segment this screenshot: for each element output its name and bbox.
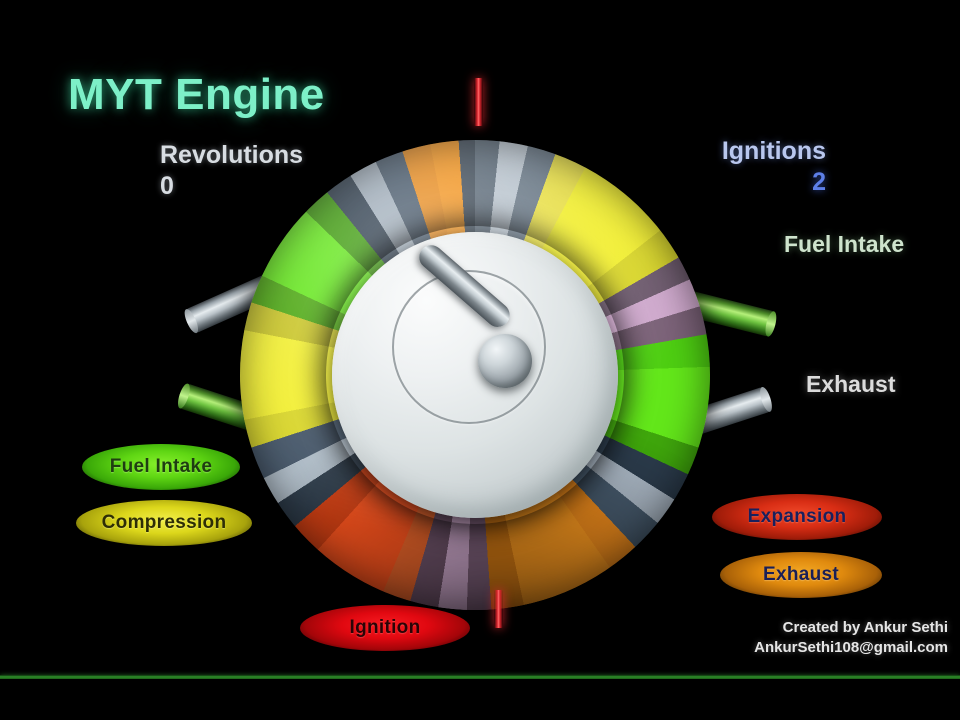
revolutions-value: 0 bbox=[160, 172, 174, 201]
video-progress-bar[interactable] bbox=[0, 675, 960, 679]
ignitions-label: Ignitions bbox=[721, 137, 826, 165]
page-title: MYT Engine bbox=[68, 70, 325, 119]
port-cap bbox=[181, 307, 201, 335]
timing-marker-top bbox=[474, 78, 483, 126]
fuel-intake-port-label: Fuel Intake bbox=[784, 231, 905, 257]
ignitions-counter: Ignitions 2 bbox=[686, 136, 826, 199]
port-cap bbox=[757, 385, 775, 414]
credits-author: Created by Ankur Sethi bbox=[782, 618, 948, 636]
port-cap bbox=[175, 382, 193, 410]
exhaust-port-label: Exhaust bbox=[806, 371, 896, 397]
central-hub bbox=[332, 232, 618, 518]
video-player-controls-bar[interactable] bbox=[0, 679, 960, 720]
badge-compression: Compression bbox=[76, 500, 252, 546]
badge-ignition: Ignition bbox=[300, 605, 470, 651]
badge-expansion: Expansion bbox=[712, 494, 882, 540]
port-cap bbox=[763, 310, 779, 338]
ignitions-value: 2 bbox=[812, 168, 826, 197]
engine-assembly bbox=[175, 120, 779, 620]
crank-knob bbox=[478, 334, 532, 388]
revolutions-label: Revolutions bbox=[160, 141, 304, 169]
credits-email: AnkurSethi108@gmail.com bbox=[754, 638, 948, 656]
timing-marker-bottom bbox=[494, 590, 503, 628]
badge-exhaust: Exhaust bbox=[720, 552, 882, 598]
badge-fuel-intake: Fuel Intake bbox=[82, 444, 240, 490]
credits: Created by Ankur Sethi AnkurSethi108@gma… bbox=[754, 618, 948, 659]
rotor-ring bbox=[240, 140, 710, 610]
revolutions-counter: Revolutions 0 bbox=[160, 140, 303, 203]
hub-inner-circle bbox=[392, 270, 546, 424]
